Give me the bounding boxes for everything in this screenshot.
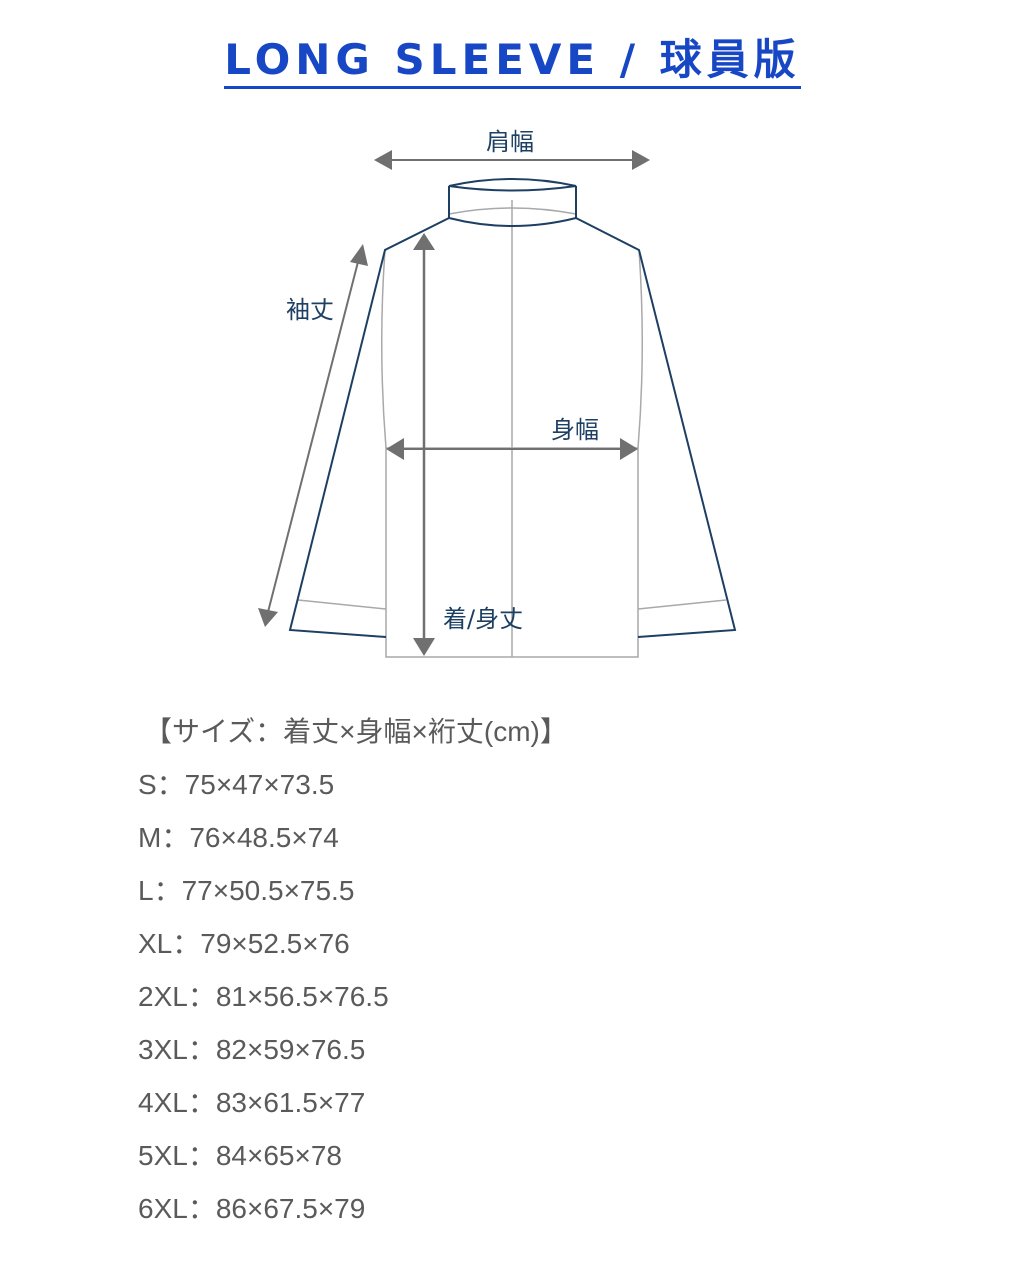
size-row-xl: XL：79×52.5×76 [138, 928, 350, 959]
arrow-down-icon [413, 638, 435, 656]
label-sleeve-length: 袖丈 [286, 296, 334, 324]
size-row-l: L：77×50.5×75.5 [138, 875, 355, 906]
arrow-down-icon [258, 608, 278, 627]
size-row-s: S：75×47×73.5 [138, 769, 335, 800]
jacket-diagram [258, 150, 737, 658]
size-chart: 【サイズ：着丈×身幅×裄丈(cm)】 S：75×47×73.5 M：76×48.… [138, 712, 568, 1242]
page-title-wrap: LONG SLEEVE / 球員版 [0, 36, 1025, 89]
size-row-5xl: 5XL：84×65×78 [138, 1140, 342, 1171]
arrow-left-icon [374, 150, 392, 170]
arrow-up-icon [350, 244, 368, 266]
label-shoulder-width: 肩幅 [486, 128, 534, 156]
arrow-up-icon [413, 233, 435, 250]
size-row-2xl: 2XL：81×56.5×76.5 [138, 981, 389, 1012]
measurement-arrows [258, 150, 650, 656]
arrow-right-icon [620, 438, 638, 460]
arrow-right-icon [632, 150, 650, 170]
size-row-4xl: 4XL：83×61.5×77 [138, 1087, 366, 1118]
label-body-width: 身幅 [551, 416, 599, 444]
page-title: LONG SLEEVE / 球員版 [224, 36, 801, 89]
arrow-left-icon [386, 438, 404, 460]
label-body-length: 着/身丈 [443, 605, 524, 633]
inner-seams [297, 200, 727, 658]
size-row-m: M：76×48.5×74 [138, 822, 339, 853]
jacket-outline [288, 178, 737, 638]
size-chart-header: 【サイズ：着丈×身幅×裄丈(cm)】 [144, 716, 568, 747]
size-row-3xl: 3XL：82×59×76.5 [138, 1034, 366, 1065]
size-row-6xl: 6XL：86×67.5×79 [138, 1193, 366, 1224]
